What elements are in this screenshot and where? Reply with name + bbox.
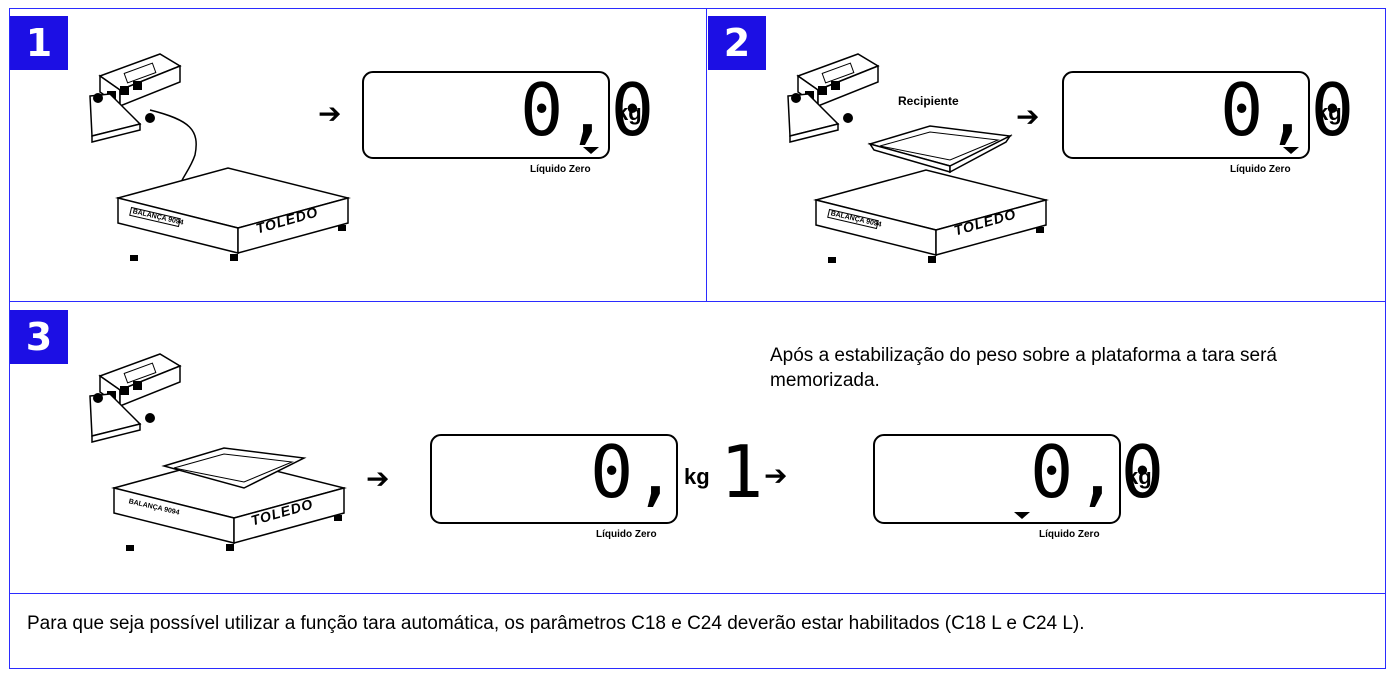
indicator-head-illustration <box>89 353 182 443</box>
lcd-reading-2: 0,0 <box>1220 68 1357 152</box>
arrow-icon: ➔ <box>366 462 390 495</box>
panel-divider <box>706 8 707 302</box>
step-1-badge: 1 <box>10 16 68 70</box>
container-label: Recipiente <box>898 94 959 108</box>
arrow-icon: ➔ <box>1016 100 1040 133</box>
footnote: Para que seja possível utilizar a função… <box>27 613 1085 634</box>
lcd-reading-4: 0,0 <box>1030 430 1167 514</box>
platform-scale-with-tray-illustration <box>111 447 347 551</box>
lcd-display-1 <box>362 71 610 159</box>
arrow-icon: ➔ <box>318 97 342 130</box>
lcd-reading-3: 0, 1 <box>590 430 764 514</box>
platform-scale-illustration <box>813 169 1049 263</box>
indicator-label-4: Líquido Zero <box>1039 529 1100 540</box>
unit-label-2: kg <box>1316 100 1342 125</box>
step-3-badge: 3 <box>10 310 68 364</box>
platform-scale-illustration <box>115 167 351 261</box>
indicator-head-illustration <box>89 53 182 143</box>
diagram-frame <box>9 8 1386 669</box>
unit-label-4: kg <box>1126 464 1152 489</box>
step-2-badge: 2 <box>708 16 766 70</box>
lcd-reading-1: 0,0 <box>520 68 657 152</box>
footnote-divider <box>9 593 1386 594</box>
unit-label-1: kg <box>616 100 642 125</box>
indicator-label-3: Líquido Zero <box>596 529 657 540</box>
tray-illustration <box>867 125 1013 174</box>
row-divider <box>9 301 1386 302</box>
unit-label-3: kg <box>684 464 710 489</box>
indicator-label-1: Líquido Zero <box>530 164 591 175</box>
indicator-label-2: Líquido Zero <box>1230 164 1291 175</box>
step-3-description: Após a estabilização do peso sobre a pla… <box>770 345 1277 391</box>
lcd-display-4 <box>873 434 1121 524</box>
lcd-display-3 <box>430 434 678 524</box>
arrow-icon: ➔ <box>764 459 788 492</box>
lcd-display-2 <box>1062 71 1310 159</box>
indicator-head-illustration <box>787 53 880 143</box>
